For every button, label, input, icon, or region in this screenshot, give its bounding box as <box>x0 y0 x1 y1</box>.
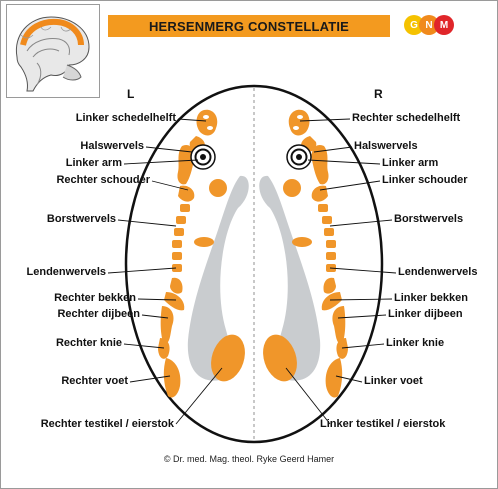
left-side-label: L <box>127 87 134 101</box>
left-label-lumbar-vertebrae: Lendenwervels <box>27 266 106 279</box>
left-small-organ <box>194 237 214 247</box>
right-thoracic-2 <box>322 216 332 224</box>
right-label-neck-vertebrae: Halswervels <box>354 140 418 153</box>
right-lumbar-1 <box>326 252 336 260</box>
copyright-notice: © Dr. med. Mag. theol. Ryke Geerd Hamer <box>0 454 498 464</box>
right-thoracic-1 <box>318 204 328 212</box>
right-label-arm: Linker arm <box>382 157 438 170</box>
left-label-thoracic-vertebrae: Borstwervels <box>47 213 116 226</box>
left-label-thigh: Rechter dijbeen <box>57 308 140 321</box>
right-label-skull-half: Rechter schedelhelft <box>352 112 460 125</box>
left-arm-blob <box>209 179 227 197</box>
left-marker-2 <box>207 126 213 130</box>
right-side-label: R <box>374 87 383 101</box>
left-thoracic-1 <box>180 204 190 212</box>
right-label-knee: Linker knie <box>386 337 444 350</box>
left-thoracic-3 <box>174 228 184 236</box>
right-arm-blob <box>283 179 301 197</box>
right-arm-target-icon <box>287 145 311 169</box>
right-label-pelvis: Linker bekken <box>394 292 468 305</box>
right-label-foot: Linker voet <box>364 375 423 388</box>
right-thoracic-4 <box>326 240 336 248</box>
right-marker-1 <box>297 115 303 119</box>
right-thoracic-3 <box>324 228 334 236</box>
right-label-thoracic-vertebrae: Borstwervels <box>394 213 463 226</box>
left-label-testicle: Rechter testikel / eierstok <box>41 418 174 431</box>
left-label-shoulder: Rechter schouder <box>56 174 150 187</box>
left-label-skull-half: Linker schedelhelft <box>76 112 176 125</box>
right-label-thigh: Linker dijbeen <box>388 308 463 321</box>
left-marker-1 <box>203 115 209 119</box>
left-thoracic-4 <box>172 240 182 248</box>
left-arm-target-icon <box>191 145 215 169</box>
right-label-shoulder: Linker schouder <box>382 174 468 187</box>
right-label-testicle: Linker testikel / eierstok <box>320 418 445 431</box>
left-label-foot: Rechter voet <box>61 375 128 388</box>
right-label-lumbar-vertebrae: Lendenwervels <box>398 266 477 279</box>
left-thoracic-2 <box>176 216 186 224</box>
right-marker-2 <box>293 126 299 130</box>
left-label-pelvis: Rechter bekken <box>54 292 136 305</box>
left-lumbar-1 <box>172 252 182 260</box>
right-small-organ <box>292 237 312 247</box>
left-label-arm: Linker arm <box>66 157 122 170</box>
left-label-knee: Rechter knie <box>56 337 122 350</box>
left-label-neck-vertebrae: Halswervels <box>80 140 144 153</box>
